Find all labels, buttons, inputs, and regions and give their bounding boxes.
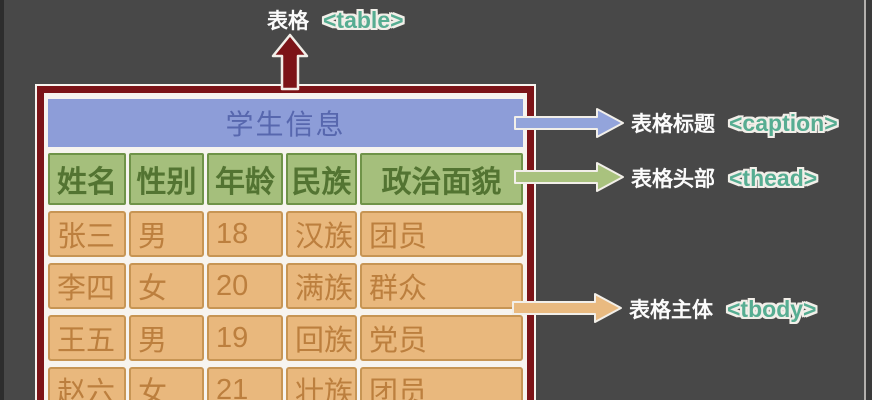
thead-arrow-shape	[514, 162, 624, 192]
caption-tag: <caption>	[729, 109, 838, 136]
header-cell: 姓名	[48, 153, 126, 205]
header-cell: 民族	[286, 153, 357, 205]
table-caption-row: 学生信息	[48, 99, 524, 147]
body-cell: 群众	[360, 263, 524, 309]
caption-arrow-shape	[514, 108, 624, 138]
body-cell: 赵六	[48, 367, 126, 400]
body-cell: 汉族	[286, 211, 357, 257]
body-cell: 团员	[360, 367, 524, 400]
body-cell: 男	[129, 315, 204, 361]
right-edge-strip	[866, 0, 872, 400]
body-cell: 张三	[48, 211, 126, 257]
body-cell: 女	[129, 263, 204, 309]
tbody-annotation: 表格主体 <tbody>	[629, 294, 816, 324]
body-cell: 李四	[48, 263, 126, 309]
caption-arrow	[514, 108, 624, 138]
body-cell: 党员	[360, 315, 524, 361]
tbody-tag: <tbody>	[727, 295, 817, 322]
tbody-label: 表格主体	[629, 299, 713, 322]
body-cell: 团员	[360, 211, 524, 257]
table-annotation: 表格 <table>	[267, 5, 404, 35]
body-cell: 壮族	[286, 367, 357, 400]
body-cell: 女	[129, 367, 204, 400]
table-head-row: 姓名性别年龄民族政治面貌	[48, 153, 524, 205]
table-tag: <table>	[323, 6, 404, 33]
body-cell: 18	[207, 211, 283, 257]
thead-annotation: 表格头部 <thead>	[631, 163, 817, 193]
header-cell: 性别	[129, 153, 204, 205]
caption-annotation: 表格标题 <caption>	[631, 108, 838, 138]
body-cell: 王五	[48, 315, 126, 361]
thead-tag: <thead>	[729, 164, 818, 191]
left-edge-strip	[0, 0, 4, 400]
body-cell: 回族	[286, 315, 357, 361]
body-cell: 21	[207, 367, 283, 400]
body-cell: 满族	[286, 263, 357, 309]
caption-label: 表格标题	[631, 113, 715, 136]
table-caption: 学生信息	[48, 99, 524, 147]
body-cell: 19	[207, 315, 283, 361]
tbody-arrow-shape	[512, 293, 622, 323]
body-cell: 男	[129, 211, 204, 257]
thead-label: 表格头部	[631, 168, 715, 191]
table-arrow-shape	[271, 33, 309, 91]
header-cell: 政治面貌	[360, 153, 524, 205]
table-arrow	[271, 33, 309, 91]
header-cell: 年龄	[207, 153, 283, 205]
right-edge-line	[864, 0, 866, 400]
thead-arrow	[514, 162, 624, 192]
body-cell: 20	[207, 263, 283, 309]
tbody-arrow	[512, 293, 622, 323]
table-label: 表格	[267, 10, 309, 33]
